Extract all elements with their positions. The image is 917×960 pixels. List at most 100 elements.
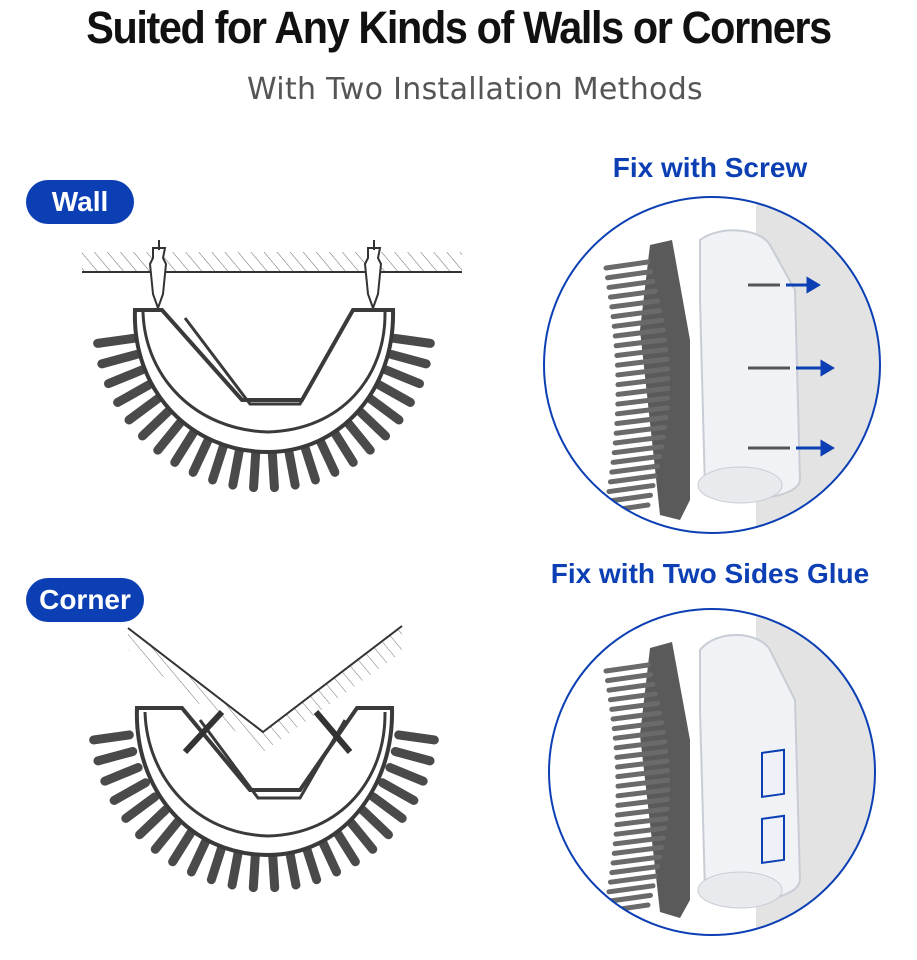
comb-tooth [368,792,407,823]
bristle [613,739,668,751]
bristle [605,672,654,684]
comb-tooth [93,746,138,766]
bristle [615,395,671,407]
method-glue-heading: Fix with Two Sides Glue [550,558,870,589]
bristle [613,424,668,436]
screw-icon [148,240,168,311]
bristle [615,796,671,808]
bristle [609,463,661,475]
comb-tooth [97,349,142,369]
brush-bristles [603,662,671,914]
comb-tooth [104,365,147,389]
arrow-right-icon [786,276,835,457]
comb-tooth [301,840,322,885]
corner-label-badge: Corner [26,578,144,622]
comb-tooth [365,394,404,425]
comb-tooth [109,778,151,805]
page-subtitle: With Two Installation Methods [247,72,703,107]
comb-tooth [186,834,212,877]
bristle [613,337,668,349]
corner-hatching [128,626,402,752]
comb-tooth [381,365,424,389]
comb-tooth [355,406,391,441]
comb-tooth [121,792,160,823]
bristle [611,444,665,456]
wall-hatching [82,252,462,272]
bristle [612,835,666,847]
bristle [611,720,665,732]
bristle [607,873,658,885]
comb-tooth [206,840,227,885]
method-screw-heading: Fix with Screw [612,152,808,183]
comb-tooth [342,417,375,455]
comb-tooth [385,763,428,786]
bristle [612,434,666,446]
bristle [610,308,663,320]
comb-tooth [394,730,439,745]
comb-tooth [168,826,197,867]
comb-tooth [390,746,435,766]
screw-method-photo [543,196,881,534]
bristle [607,288,658,300]
bristle [614,346,669,358]
bristle [614,415,669,427]
comb-tooth [227,845,244,890]
bristle [613,825,668,837]
comb-tooth [345,816,378,854]
comb-tooth [248,847,261,893]
corner-line [127,625,403,734]
wall-label-badge: Wall [26,180,134,224]
bristle [614,405,670,417]
bristle [614,806,670,818]
comb-teeth [89,730,439,893]
bristle [610,710,663,722]
comb-tooth [390,333,435,348]
bristle [615,385,671,397]
comb-tooth [153,417,186,455]
bristle [607,691,658,703]
bristle [612,327,666,339]
bristle [605,269,654,281]
bristle [610,453,663,465]
page-title: Suited for Any Kinds of Walls or Corners [86,2,832,53]
bristle [611,317,665,329]
bristle [605,892,654,904]
bristle [607,473,658,485]
bristle [615,768,671,780]
bristle [614,748,669,760]
comb-tooth [283,445,300,490]
screw-icon [363,240,383,311]
bristle [606,883,656,895]
bristle [606,278,656,290]
bristle [615,376,671,388]
comb-tooth [137,406,173,441]
comb-tooth [135,805,171,840]
bristle [612,729,666,741]
glue-method-photo [548,608,876,936]
clear-bracket [699,229,802,500]
comb-tooth [150,816,183,854]
glue-pad-icon [761,814,785,865]
comb-tooth [100,763,143,786]
bristle [603,662,651,674]
bristle [605,492,654,504]
glue-pad-icon [761,748,785,799]
comb-tooth [329,427,358,467]
comb-tooth [267,447,279,493]
bristle [609,298,661,310]
comb-tooth [89,730,134,745]
bristle [615,787,671,799]
comb-tooth [188,435,213,477]
bristle [614,758,670,770]
comb-tooth [93,333,138,348]
comb-tooth [267,847,280,893]
bristle [610,854,663,866]
comb-tooth [357,805,393,840]
bristle [611,844,665,856]
screw-icon [748,283,790,450]
comb-teeth [93,333,435,493]
bristle [606,681,656,693]
comb-tooth [315,435,340,477]
bristle [603,259,651,271]
